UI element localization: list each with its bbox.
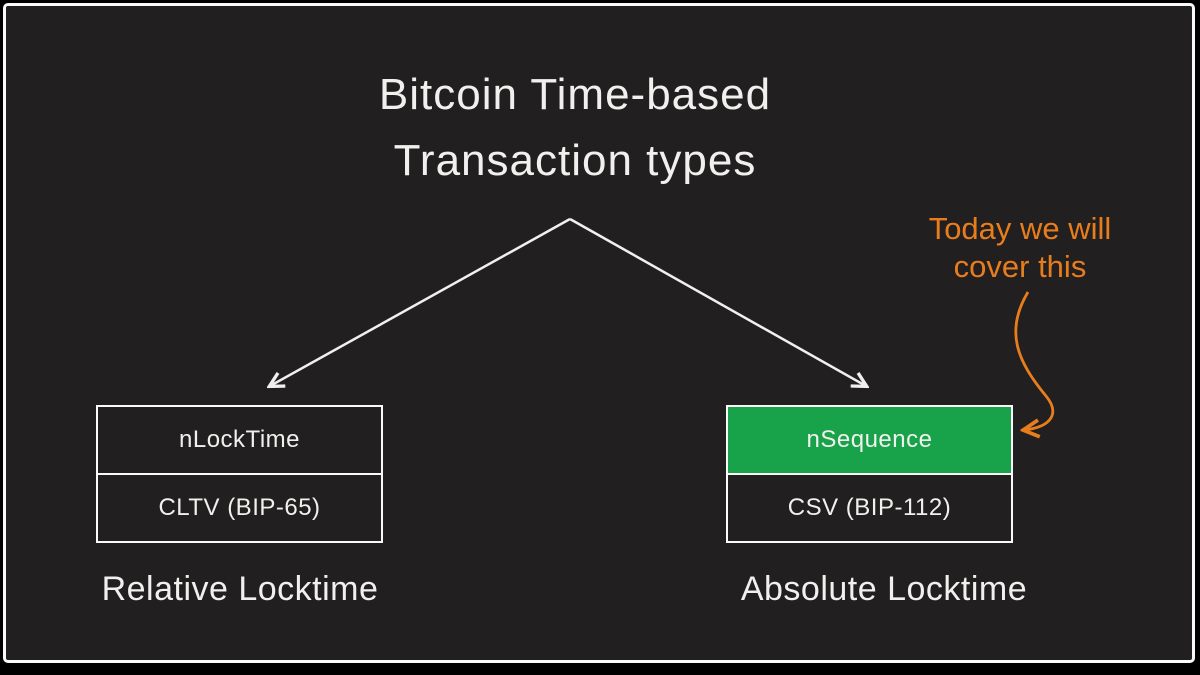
absolute-locktime-box: nSequence CSV (BIP-112) (726, 405, 1013, 543)
relative-locktime-label: Relative Locktime (101, 570, 379, 608)
slide-title-line2: Transaction types (393, 136, 757, 185)
annotation-line2: cover this (953, 249, 1087, 284)
nsequence-cell: nSequence (728, 407, 1011, 475)
nlocktime-cell: nLockTime (98, 407, 381, 475)
annotation-callout: Today we will cover this (880, 210, 1160, 286)
slide-title-line1: Bitcoin Time-based (378, 70, 772, 119)
relative-locktime-box: nLockTime CLTV (BIP-65) (96, 405, 383, 543)
slide-title: Bitcoin Time-based Transaction types (0, 62, 1150, 194)
absolute-locktime-label: Absolute Locktime (740, 570, 1028, 608)
cltv-cell: CLTV (BIP-65) (158, 494, 321, 521)
csv-cell: CSV (BIP-112) (787, 494, 952, 521)
annotation-line1: Today we will (928, 211, 1112, 246)
